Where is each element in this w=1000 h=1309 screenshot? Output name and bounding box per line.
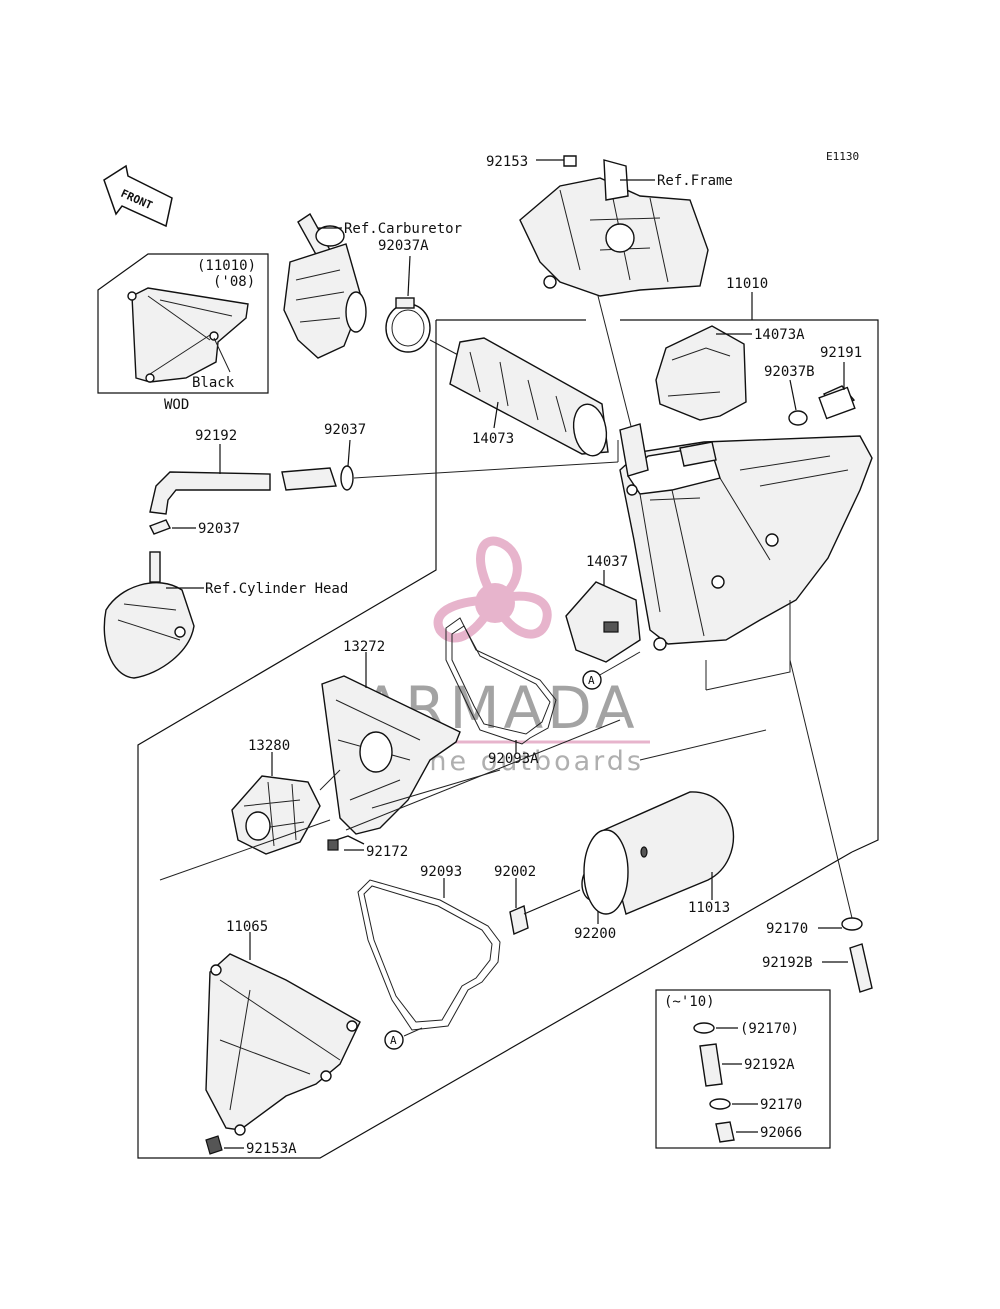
label-92037b: 92037B — [764, 364, 815, 380]
carburetor-ref: Ref.Carburetor — [283, 212, 462, 359]
inset-bottom: (~'10) (92170) 92192A 92170 92066 — [655, 989, 831, 1149]
assembly-outline — [137, 319, 879, 1159]
inset-bottom-item-1: (92170) — [740, 1021, 799, 1037]
inset-bottom-title: (~'10) — [664, 994, 715, 1010]
gasket-92093a: 92093A — [445, 617, 557, 767]
diagram-code: E1130 — [826, 150, 859, 163]
label-11065: 11065 — [226, 919, 268, 935]
label-92192: 92192 — [195, 428, 237, 444]
label-92172: 92172 — [366, 844, 408, 860]
clamp-92037a: 92037A — [378, 238, 461, 357]
label-13272: 13272 — [343, 639, 385, 655]
marker-a-2-label: A — [390, 1034, 397, 1047]
label-92192b: 92192B — [762, 955, 813, 971]
cover-11065: 11065 — [205, 919, 361, 1136]
bolt-92002: 92002 — [494, 864, 581, 935]
marker-a-1-label: A — [588, 674, 595, 687]
cylinder-head-ref: Ref.Cylinder Head — [103, 551, 348, 679]
inset-bottom-item-2: 92192A — [744, 1057, 795, 1073]
inset-top: (11010) ('08) Black WOD — [97, 253, 269, 413]
label-92153a: 92153A — [246, 1141, 297, 1157]
gasket-92093: 92093 A — [357, 864, 501, 1050]
clamp-92037-top: 92037 — [324, 422, 619, 491]
label-14037: 14037 — [586, 554, 628, 570]
hose-92192: 92192 — [149, 428, 337, 515]
label-13280: 13280 — [248, 738, 290, 754]
inset-top-note: Black — [192, 375, 235, 391]
label-ref-frame: Ref.Frame — [657, 173, 733, 189]
plate-14037: 14037 A — [565, 554, 641, 690]
label-92191: 92191 — [820, 345, 862, 361]
label-11013: 11013 — [688, 900, 730, 916]
inset-top-year: ('08) — [213, 274, 255, 290]
inset-top-part: (11010) — [197, 258, 256, 274]
label-92037a: 92037A — [378, 238, 429, 254]
label-14073a: 14073A — [754, 327, 805, 343]
frame-ref: 92153 Ref.Frame — [486, 154, 733, 447]
drain-92192b: 92170 92192B — [762, 659, 873, 993]
watermark-hub-icon — [475, 583, 515, 623]
air-boot-14073: 14073 — [449, 337, 609, 457]
label-ref-carburetor: Ref.Carburetor — [344, 221, 462, 237]
label-92037-top: 92037 — [324, 422, 366, 438]
clamp-92037-left: 92037 — [149, 519, 240, 537]
marker-a-2 — [384, 1030, 404, 1050]
inset-bottom-item-3: 92170 — [760, 1097, 802, 1113]
watermark-logo-icon — [433, 536, 552, 643]
filter-11013: 11013 — [583, 791, 734, 916]
bolt-92153a: 92153A — [205, 1135, 297, 1157]
marker-a-1 — [582, 670, 602, 690]
hose-92191: 92191 — [818, 345, 862, 420]
inset-top-caption: WOD — [164, 397, 189, 413]
label-92093: 92093 — [420, 864, 462, 880]
label-14073: 14073 — [472, 431, 514, 447]
label-92200: 92200 — [574, 926, 616, 942]
inset-bottom-item-4: 92066 — [760, 1125, 802, 1141]
front-arrow-icon: FRONT — [103, 164, 173, 228]
clamp-92037b: 92037B — [764, 364, 815, 426]
airbox-11010 — [619, 423, 873, 691]
screw-92172: 92172 — [327, 835, 408, 860]
label-92093a: 92093A — [488, 751, 539, 767]
holder-13272: 13272 — [321, 639, 461, 835]
label-92002: 92002 — [494, 864, 536, 880]
label-92037-left: 92037 — [198, 521, 240, 537]
label-11010: 11010 — [726, 276, 768, 292]
label-92153: 92153 — [486, 154, 528, 170]
cage-13280: 13280 — [231, 738, 341, 855]
duct-14073a: 14073A — [655, 325, 805, 421]
label-92170: 92170 — [766, 921, 808, 937]
guide-lines — [159, 719, 767, 881]
label-ref-cylinder-head: Ref.Cylinder Head — [205, 581, 348, 597]
